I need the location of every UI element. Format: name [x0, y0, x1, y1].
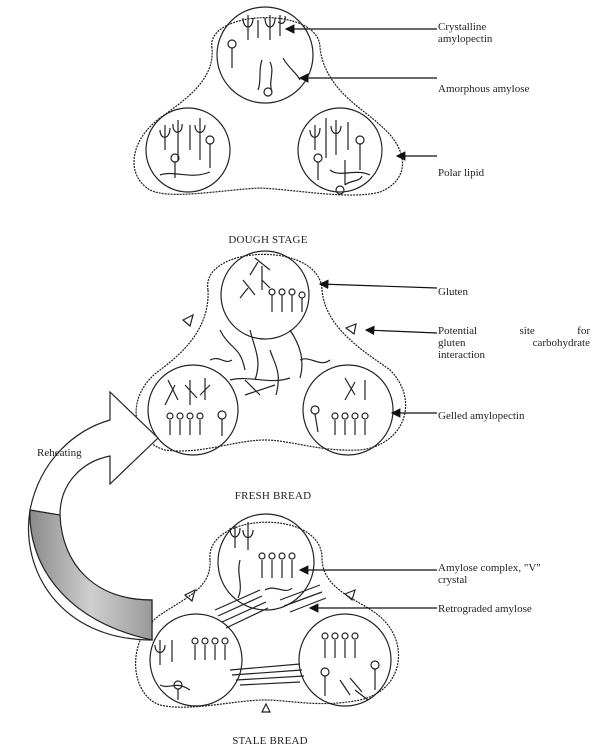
polar-lipid-label: Polar lipid	[438, 167, 484, 179]
amylose-complex-label: Amylose complex, "V" crystal	[438, 562, 541, 586]
dough-left-granule	[146, 108, 230, 192]
stale-left-granule	[150, 614, 242, 706]
stale-bread-drawing	[136, 514, 399, 712]
crystalline-line2: amylopectin	[438, 33, 492, 45]
fresh-bread-drawing	[136, 251, 405, 455]
fresh-bread-title: FRESH BREAD	[173, 490, 373, 502]
crystalline-line1: Crystalline	[438, 21, 492, 33]
stale-outline	[136, 522, 399, 707]
fresh-left-granule	[148, 365, 238, 455]
gluten-label: Gluten	[438, 286, 468, 298]
retrograded-amylose-label: Retrograded amylose	[438, 603, 532, 615]
fresh-top-granule	[221, 251, 309, 339]
potential-site-line2: gluten carbohydrate	[438, 337, 590, 349]
potential-site-line3: interaction	[438, 349, 485, 361]
dough-outline	[134, 18, 403, 195]
gelled-amylopectin-label: Gelled amylopectin	[438, 410, 524, 422]
reheating-label: Reheating	[37, 447, 82, 459]
dough-right-granule	[298, 108, 382, 192]
stale-top-granule	[218, 514, 314, 610]
stale-right-granule	[299, 614, 391, 706]
crystalline-amylopectin-label: Crystalline amylopectin	[438, 21, 492, 45]
dough-leaders	[286, 29, 437, 156]
fresh-leaders	[320, 284, 437, 413]
reheating-arrow	[29, 392, 158, 640]
dough-stage-drawing	[134, 7, 403, 195]
amorphous-amylose-label: Amorphous amylose	[438, 83, 529, 95]
potential-site-line1: Potential site for	[438, 325, 590, 337]
amylose-complex-line1: Amylose complex, "V"	[438, 562, 541, 574]
dough-stage-title: DOUGH STAGE	[168, 234, 368, 246]
potential-site-label: Potential site for gluten carbohydrate	[438, 325, 590, 349]
fresh-right-granule	[303, 365, 393, 455]
stale-leaders	[300, 570, 437, 608]
stale-bread-title: STALE BREAD	[170, 735, 370, 747]
amylose-complex-line2: crystal	[438, 574, 541, 586]
